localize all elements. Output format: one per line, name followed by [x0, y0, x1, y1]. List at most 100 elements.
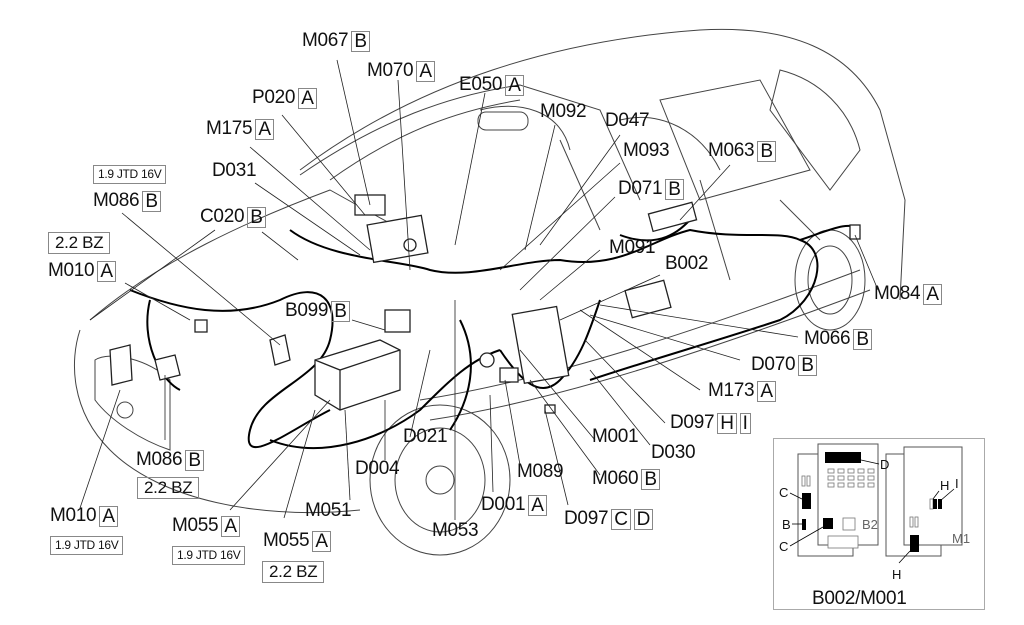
inset-module-m1: M1 — [952, 531, 971, 546]
connector-box: B — [665, 178, 684, 200]
inset-b002-m001: D C B C B2 H I H M1 — [773, 438, 985, 610]
variant-tag: 2.2 BZ — [48, 232, 111, 254]
inset-label-b: B — [782, 517, 791, 532]
inset-label-i: I — [955, 476, 959, 491]
connector-box: A — [923, 283, 942, 305]
label-m093: M093 — [623, 140, 670, 161]
label-d047: D047 — [605, 110, 650, 131]
connector-box: A — [505, 74, 524, 96]
connector-box: A — [528, 494, 547, 516]
label-m001: M001 — [592, 426, 639, 447]
car-windshield — [299, 84, 641, 201]
sensor-m086 — [269, 334, 291, 366]
inset-label-c-top: C — [779, 485, 789, 500]
horn-m010 — [109, 344, 133, 386]
connector-c-top — [802, 493, 811, 509]
connector-box: B — [853, 328, 872, 350]
variant-tag: 1.9 JTD 16V — [93, 165, 167, 184]
variant-tag: 2.2 BZ — [137, 477, 200, 499]
connector-box: A — [99, 505, 118, 527]
connector-box: B — [142, 190, 161, 212]
connector-box: B — [641, 468, 660, 490]
connector-box: I — [739, 412, 751, 434]
connector-box: B — [798, 354, 817, 376]
inset-label-h: H — [940, 478, 950, 493]
engine-harness — [129, 289, 334, 449]
car-rear-window — [769, 69, 861, 191]
label-m051: M051 — [305, 500, 352, 521]
label-d021: D021 — [403, 426, 448, 447]
connector-box: A — [221, 515, 240, 537]
label-b002: B002 — [665, 253, 709, 274]
rear-wheel — [794, 229, 866, 331]
car-badge — [116, 401, 134, 419]
car-hood — [89, 189, 421, 321]
connector-box: D — [633, 508, 654, 530]
connector-box: B — [185, 449, 204, 471]
connector-h-left — [910, 535, 919, 552]
inset-drawing — [789, 443, 963, 564]
connector-box: A — [312, 530, 331, 552]
inset-module-b2: B2 — [862, 517, 878, 532]
inset-label-c-bottom: C — [779, 539, 789, 554]
variant-tag: 2.2 BZ — [262, 561, 325, 583]
connector-c-bottom — [823, 518, 833, 529]
connector-b — [802, 519, 806, 530]
label-d004: D004 — [355, 458, 400, 479]
connector-box: A — [298, 87, 317, 109]
inset-title: B002/M001 — [812, 588, 907, 609]
connector-box: B — [247, 206, 266, 228]
car-side-window — [659, 79, 811, 201]
connector-box: A — [757, 380, 776, 402]
inset-label-d: D — [880, 457, 890, 472]
variant-tag: 1.9 JTD 16V — [172, 546, 246, 565]
label-d031: D031 — [212, 160, 257, 181]
label-m053: M053 — [432, 520, 479, 541]
fuse-box-b002 — [511, 305, 570, 385]
connector-box: B — [331, 300, 350, 322]
connector-box: B — [757, 140, 776, 162]
main-harness — [289, 228, 819, 381]
variant-tag: 1.9 JTD 16V — [50, 536, 124, 555]
battery — [314, 339, 401, 411]
engine-control-unit — [366, 214, 429, 264]
connector-box: B — [351, 30, 370, 52]
ecu-m063 — [647, 201, 698, 233]
connector-box: H — [717, 412, 737, 434]
module-d070 — [624, 279, 672, 319]
connector-d — [825, 452, 861, 463]
inset-label-h-bottom: H — [892, 567, 902, 582]
car-side-sill — [419, 269, 861, 401]
connector-box: A — [97, 260, 116, 282]
relay-b099 — [384, 309, 411, 333]
label-m091: M091 — [609, 237, 656, 258]
connector-i — [938, 499, 942, 509]
label-m092: M092 — [540, 101, 587, 122]
car-roof-line — [299, 28, 906, 301]
connector-box: C — [611, 508, 631, 530]
